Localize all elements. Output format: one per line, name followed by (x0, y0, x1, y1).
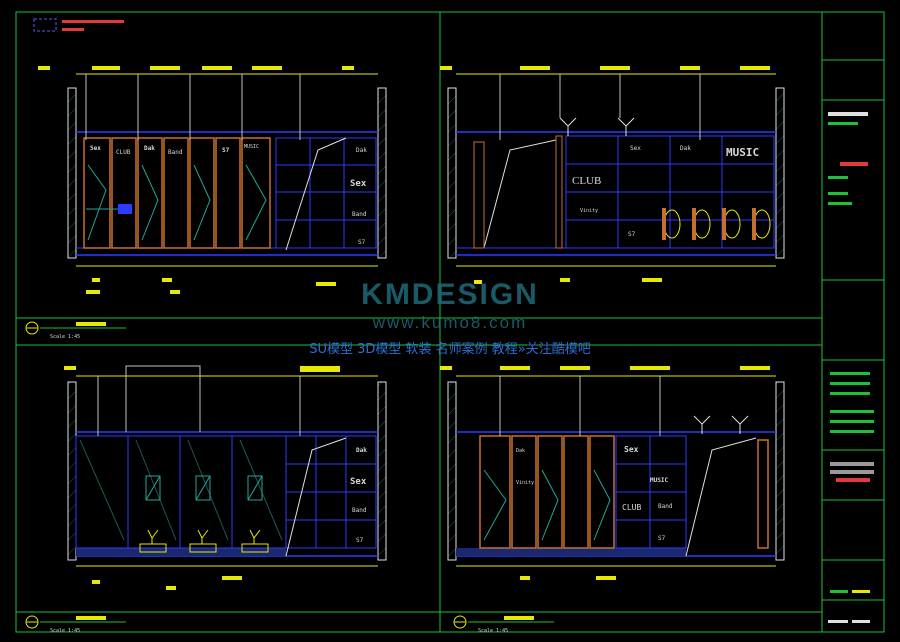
wall-sign: Dak (144, 145, 155, 152)
wall-sign: CLUB (116, 149, 131, 156)
wall-sign: Sex (90, 145, 101, 152)
wall-sign: Vinity (516, 480, 534, 486)
wall-sign: S7 (358, 239, 366, 246)
wall-sign: Dak (680, 145, 691, 152)
wall-sign: MUSIC (244, 144, 259, 150)
elevation-c: Dak Sex Band S7 (64, 365, 387, 590)
wall-sign: Vinity (580, 208, 598, 214)
elevation-a: Sex CLUB Dak Band S7 MUSIC Sex Band Dak … (38, 66, 387, 294)
wall-sign: Band (352, 507, 367, 514)
legend (33, 18, 124, 32)
wall-sign: S7 (658, 535, 666, 542)
scale-label-c: Scale 1:45 (50, 628, 80, 634)
wall-sign: MUSIC (726, 146, 759, 159)
wall-sign: Band (658, 503, 673, 510)
wall-sign: Sex (350, 477, 367, 487)
scale-label-d: Scale 1:45 (478, 628, 508, 634)
wall-sign: S7 (222, 147, 230, 154)
wall-sign: CLUB (572, 175, 601, 187)
wall-sign: S7 (356, 537, 364, 544)
elevation-d: MUSIC Sex Dak CLUB Vinity Band S7 (440, 366, 785, 580)
wall-sign: Band (352, 211, 367, 218)
sink-group (139, 529, 269, 553)
scale-label-a: Scale 1:45 (50, 334, 80, 340)
watermark-title: KMDESIGN (361, 278, 539, 311)
wall-sign: Sex (624, 445, 639, 454)
wall-sign: Sex (630, 145, 641, 152)
wall-sign: Band (168, 149, 183, 156)
watermark-tagline: SU模型 3D模型 软装 名师案例 教程»关注酷模吧 (309, 342, 591, 357)
section-markers: Scale 1:45 Scale 1:45 Scale 1:45 (25, 321, 554, 634)
watermark-url: www.kumo8.com (372, 313, 528, 332)
elevation-b: MUSIC CLUB Vinity Sex Dak S7 (440, 66, 785, 284)
wall-sign: S7 (628, 231, 636, 238)
wall-sign: Dak (516, 448, 525, 454)
wall-sign: Dak (356, 447, 367, 454)
wall-sign: CLUB (622, 503, 641, 512)
wall-sign: MUSIC (650, 477, 668, 484)
wall-sign: Dak (356, 147, 367, 154)
title-block (821, 11, 885, 633)
wall-sign: Sex (350, 179, 367, 189)
